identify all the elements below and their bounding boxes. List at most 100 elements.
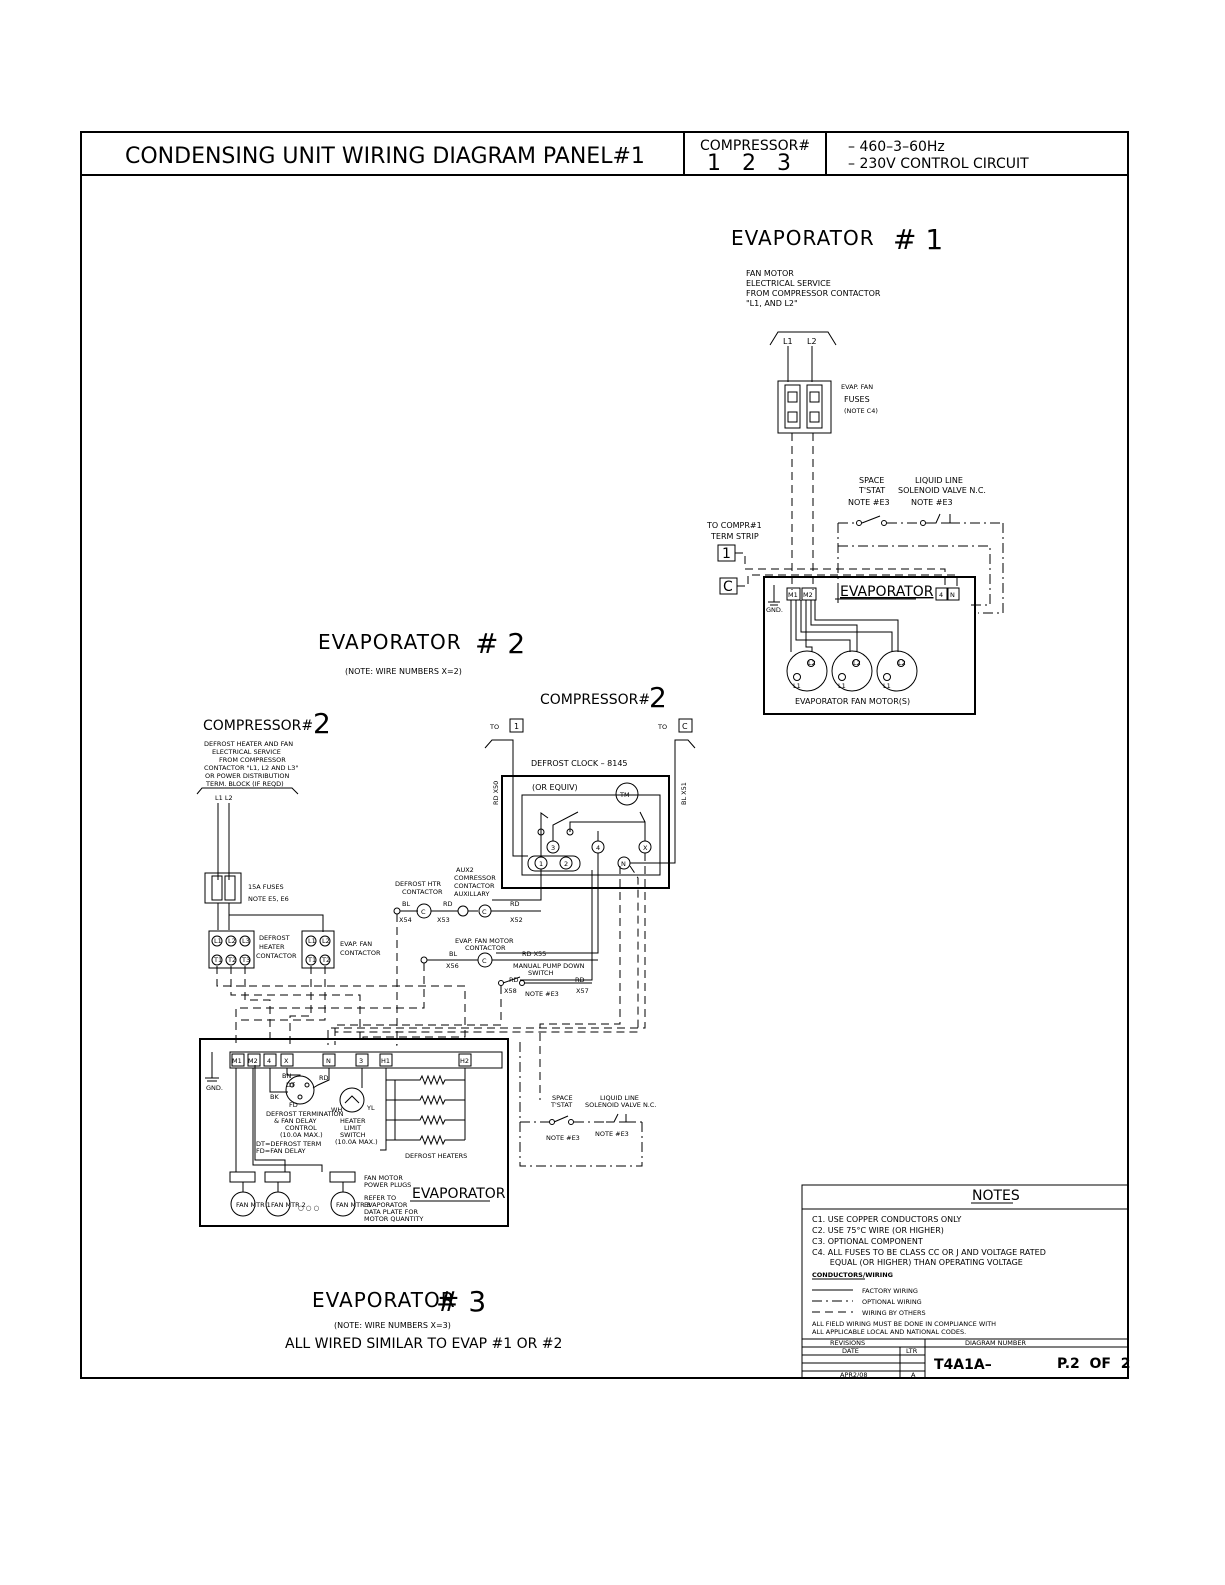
- evap1-box-title: EVAPORATOR: [840, 584, 934, 600]
- evap2-fan-mtr-8: FAN MTR 8: [336, 1201, 371, 1209]
- evap2-liquid-3: NOTE #E3: [595, 1130, 629, 1138]
- evap1-m1-l1-dot: [793, 673, 801, 681]
- evap2-bl-1: BL: [402, 900, 410, 908]
- evap2-refer-2: EVAPORATOR: [364, 1201, 408, 1209]
- evap2-fc-l2-text: L2: [322, 937, 330, 945]
- evap1-fuse-label-3: (NOTE C4): [844, 407, 878, 415]
- evap1-m1: M1: [788, 591, 798, 599]
- evap2-clock-term-2-text: 2: [564, 860, 568, 868]
- evap2-heater-limit-switch: [339, 1087, 365, 1113]
- evap2-plug-2: [264, 1171, 291, 1183]
- evap2-refer-1: REFER TO: [364, 1194, 396, 1202]
- evap2-wire-x51-term: [630, 850, 676, 864]
- note-c4: C4. ALL FUSES TO BE CLASS CC OR J AND VO…: [812, 1248, 1046, 1257]
- evap2-field-fc-t1: [289, 966, 312, 1045]
- evap2-clock-term-3-text: 3: [551, 844, 555, 852]
- evap2-service-2: ELECTRICAL SERVICE: [212, 748, 281, 756]
- evap1-m2-l2-dot: [852, 659, 860, 667]
- evap2-field-t1: [216, 966, 466, 1045]
- evap2-pd-contact-b: [519, 980, 525, 986]
- evap2-fc-t2-text: T2: [321, 956, 330, 964]
- evap2-timer-motor: [615, 782, 639, 806]
- evap2-efmc-2: CONTACTOR: [465, 944, 506, 952]
- evap2-tstat-switch: [553, 1115, 569, 1123]
- evap2-wc-rd: RD: [319, 1074, 329, 1082]
- evap2-t-3-box: [355, 1053, 369, 1067]
- evap2-pd-note: NOTE #E3: [525, 990, 559, 998]
- evap2-fc-l1: [305, 935, 317, 947]
- evap2-heading: EVAPORATOR: [318, 630, 462, 654]
- evap2-defrost-coil-c: C: [421, 908, 426, 916]
- evap1-tstat-2: T'STAT: [858, 486, 885, 495]
- field-wiring-1: ALL FIELD WIRING MUST BE DONE IN COMPLIA…: [812, 1320, 996, 1328]
- evap2-wc-wh: WH: [331, 1106, 342, 1114]
- evap2-wire-x55: [496, 853, 599, 954]
- evap2-dc-l1: [211, 935, 223, 947]
- evap1-m3-l1-dot: [883, 673, 891, 681]
- evap2-defrost-heaters: DEFROST HEATERS: [405, 1152, 467, 1160]
- evap2-to-1-bracket: [484, 739, 514, 749]
- evap2-fuse-1: [211, 875, 223, 901]
- evap2-refer-4: MOTOR QUANTITY: [364, 1215, 423, 1223]
- evap2-dc-t2: [225, 954, 237, 966]
- evap1-wire-term1: [735, 552, 946, 590]
- evap2-fan-coil-c: C: [482, 957, 487, 965]
- evap2-service-3: FROM COMPRESSOR: [219, 756, 286, 764]
- evap2-x52: X52: [510, 916, 523, 924]
- legend-others: WIRING BY OTHERS: [862, 1309, 926, 1317]
- evap2-pump-down-1: MANUAL PUMP DOWN: [513, 962, 585, 970]
- evap2-aux2-2: COMRESSOR: [454, 874, 496, 882]
- evap2-dtc-2: & FAN DELAY: [274, 1117, 316, 1125]
- evap2-to-1-num: 1: [514, 722, 519, 731]
- evap2-field-x56: [235, 963, 425, 1045]
- evap2-note: (NOTE: WIRE NUMBERS X=2): [345, 667, 462, 676]
- evap2-dhc-label-2: CONTACTOR: [402, 888, 443, 896]
- evap1-tstat-contact-a: [856, 520, 862, 526]
- evap2-dtc-4: (10.0A MAX.): [280, 1131, 323, 1139]
- evap2-heater-1: [395, 1074, 456, 1086]
- evap2-heater-right-feeds: [456, 1068, 466, 1141]
- evap2-hls-3: SWITCH: [340, 1131, 366, 1139]
- evap1-liquid-3: NOTE #E3: [911, 498, 953, 507]
- evap2-fan-mtr-2: FAN MTR 2: [271, 1201, 306, 1209]
- sheet-border: [80, 131, 1129, 1379]
- evap2-t-h2-box: [458, 1053, 472, 1067]
- evap1-tstat-1: SPACE: [859, 476, 884, 485]
- rev-ltr: A: [911, 1371, 916, 1379]
- evap2-heater-2: [395, 1094, 456, 1106]
- note-c4-cont: EQUAL (OR HIGHER) THAN OPERATING VOLTAGE: [812, 1258, 1023, 1267]
- evap2-t-n: N: [326, 1057, 331, 1065]
- evap2-fan-plugs-2: POWER PLUGS: [364, 1181, 411, 1189]
- evap1-tstat-switch: [861, 515, 881, 524]
- evap1-fuse-1-bottom: [787, 411, 798, 423]
- evap1-n: N: [950, 591, 955, 599]
- evap1-fan-note-1: FAN MOTOR: [746, 269, 794, 278]
- evap1-motor-wiring-l1: [790, 600, 893, 652]
- rev-ltr-label: LTR: [906, 1347, 918, 1355]
- evap2-clock-term-bar: [527, 855, 581, 872]
- evap1-m3-l2-dot: [897, 659, 905, 667]
- evap2-clock-term-n-text: N: [621, 860, 626, 868]
- evap2-compressor-left: COMPRESSOR#: [203, 718, 313, 734]
- field-wiring-2: ALL APPLICABLE LOCAL AND NATIONAL CODES.: [812, 1328, 966, 1336]
- evap2-dc-l2: [225, 935, 237, 947]
- evap2-fan-mtr-1: FAN MTR 1: [236, 1201, 271, 1209]
- evap2-hls-2: LIMIT: [344, 1124, 361, 1132]
- evap2-field-t2: [230, 966, 361, 1045]
- evap1-term-1: 1: [722, 546, 731, 562]
- evap2-t-x: X: [284, 1057, 289, 1065]
- evap2-field-n: [335, 865, 639, 1033]
- evap1-tstat-loop-left: [837, 522, 855, 603]
- evap2-dt-fd-1: DT=DEFROST TERM: [256, 1140, 321, 1148]
- evap1-tstat-contact-b: [881, 520, 887, 526]
- evap2-wc-dt: DT: [286, 1081, 295, 1089]
- evap2-wc-fd: FD: [289, 1101, 298, 1109]
- evap2-fc-t1-text: T1: [307, 956, 316, 964]
- evap1-supply-bracket: [769, 331, 837, 346]
- evap2-wire-x50-term: [512, 850, 528, 857]
- evap1-liquid-1: LIQUID LINE: [915, 476, 963, 485]
- compressor-numbers: 1 2 3: [707, 151, 791, 176]
- evap2-hls-symbol: [344, 1095, 360, 1104]
- evap2-tstat-3: NOTE #E3: [546, 1134, 580, 1142]
- evap2-box: [199, 1038, 509, 1227]
